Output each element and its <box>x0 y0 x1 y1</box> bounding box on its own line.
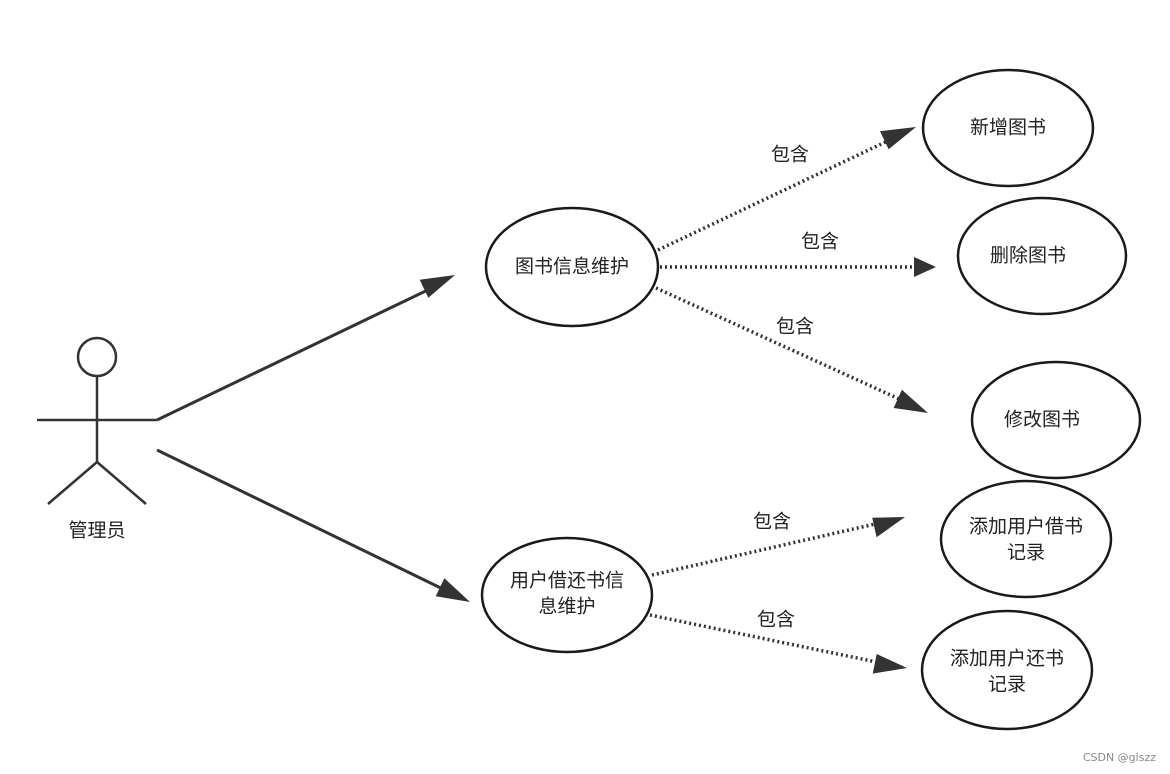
actor-left-leg <box>47 461 98 505</box>
use-case-label-line-1: 用户借还书信 <box>510 570 624 592</box>
use-case-ellipse <box>480 536 654 654</box>
use-case-label: 删除图书 <box>990 245 1066 267</box>
watermark: CSDN @giszz <box>1083 751 1156 764</box>
use-case-label-line-2: 息维护 <box>538 596 595 618</box>
use-case-add-book[interactable]: 新增图书 <box>921 68 1095 188</box>
include-arrowhead-add-borrow-record <box>872 517 905 538</box>
include-arrowhead-edit-book <box>893 389 928 413</box>
use-case-label: 修改图书 <box>1004 409 1080 431</box>
include-label-edit-book: 包含 <box>776 316 814 338</box>
use-case-ellipse <box>920 609 1094 731</box>
use-case-ellipse <box>484 206 660 328</box>
association-arrowhead-book-maintenance <box>419 275 455 298</box>
association-line-book-maintenance <box>156 285 435 422</box>
include-label-add-book: 包含 <box>771 144 809 166</box>
use-case-ellipse <box>970 360 1142 480</box>
use-case-delete-book[interactable]: 删除图书 <box>956 196 1128 316</box>
actor-head <box>76 336 118 378</box>
include-edges <box>649 127 936 674</box>
use-case-add-return-record[interactable]: 添加用户还书 记录 <box>920 609 1094 731</box>
include-arrowhead-add-return-record <box>872 654 907 674</box>
include-line-edit-book <box>655 286 909 405</box>
actor-label: 管理员 <box>68 520 125 542</box>
use-case-add-borrow-record[interactable]: 添加用户借书 记录 <box>939 479 1113 599</box>
association-arrowhead-borrow-maintenance <box>435 578 470 602</box>
use-case-borrow-maintenance[interactable]: 用户借还书信 息维护 <box>480 536 654 654</box>
include-label-delete-book: 包含 <box>801 231 839 253</box>
use-case-ellipse <box>921 68 1095 188</box>
actor-figure <box>37 336 157 505</box>
use-case-label-line-1: 添加用户借书 <box>969 516 1083 538</box>
use-case-label-line-2: 记录 <box>1007 542 1045 564</box>
use-case-ellipse <box>956 196 1128 316</box>
use-case-label-line-1: 添加用户还书 <box>950 648 1064 670</box>
association-line-borrow-maintenance <box>156 448 450 594</box>
include-labels: 包含 包含 包含 包含 包含 <box>753 144 839 631</box>
use-case-label: 新增图书 <box>970 117 1046 139</box>
include-arrowhead-delete-book <box>914 257 936 277</box>
include-line-add-book <box>657 135 897 252</box>
include-label-add-return-record: 包含 <box>757 609 795 631</box>
association-edges <box>156 275 470 602</box>
actor-right-leg <box>96 461 147 505</box>
use-case-ellipse <box>939 479 1113 599</box>
use-case-label-line-2: 记录 <box>988 674 1026 696</box>
include-line-add-return-record <box>649 613 887 666</box>
include-label-add-borrow-record: 包含 <box>753 511 791 533</box>
use-case-book-maintenance[interactable]: 图书信息维护 <box>484 206 660 328</box>
use-case-edit-book[interactable]: 修改图书 <box>970 360 1142 480</box>
include-arrowhead-add-book <box>880 127 916 150</box>
use-case-label: 图书信息维护 <box>515 256 629 278</box>
